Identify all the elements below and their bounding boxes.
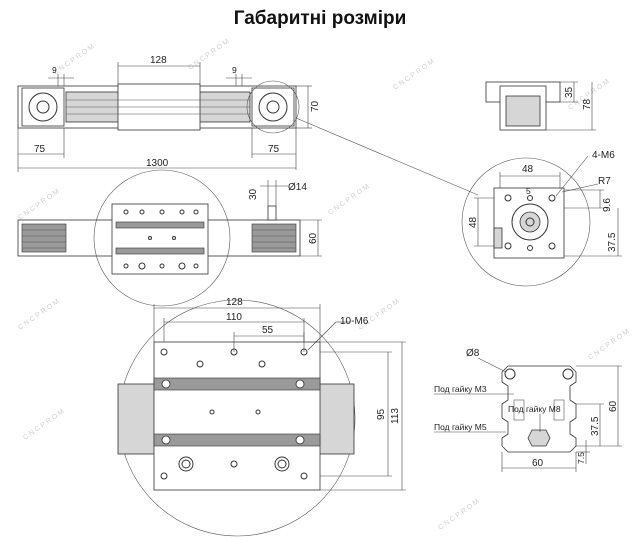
watermark-text: CNCPROM [187, 37, 232, 72]
dim-110: 110 [226, 312, 242, 323]
watermark-text: CNCPROM [17, 187, 62, 222]
dim-37-5-profile: 37.5 [590, 416, 601, 436]
dim-128-carriage: 128 [226, 297, 243, 308]
page-title: Габаритні розміри [233, 8, 407, 29]
dim-70: 70 [310, 100, 321, 112]
profile-section: Ø8 Под гайку М3 Под гайку М8 Под гайку М… [434, 348, 622, 472]
dim-55: 55 [262, 325, 274, 336]
end-detail: 48 4-M6 R7 5 48 9.6 37.5 [461, 150, 622, 287]
label-r7: R7 [598, 176, 611, 187]
dim-5: 5 [526, 186, 531, 196]
dim-75-right: 75 [268, 144, 280, 155]
dim-35: 35 [564, 86, 575, 98]
dim-78: 78 [582, 98, 593, 110]
watermark-text: CNCPROM [327, 182, 372, 217]
dim-113: 113 [390, 408, 401, 424]
label-10-m6: 10-M6 [340, 316, 369, 327]
dim-60-side: 60 [308, 232, 319, 244]
watermark-text: CNCPROM [52, 42, 97, 77]
dim-7-5: 7.5 [576, 452, 586, 464]
dim-9-left: 9 [52, 65, 57, 75]
label-4-m6: 4-M6 [592, 150, 615, 161]
dim-9-right: 9 [232, 65, 237, 75]
dim-95: 95 [376, 408, 387, 420]
label-nut-m8: Под гайку М8 [508, 404, 561, 414]
dim-9-6: 9.6 [602, 198, 613, 212]
dim-1300: 1300 [146, 158, 169, 169]
side-view: 30 Ø14 60 [17, 169, 322, 307]
carriage-detail: 128 110 55 10-M6 95 113 [117, 297, 406, 537]
dim-dia-14: Ø14 [288, 182, 307, 193]
dim-128-top: 128 [150, 55, 167, 66]
dim-48-horizontal: 48 [522, 164, 534, 175]
watermark-text: CNCPROM [22, 407, 67, 442]
label-nut-m3: Под гайку М3 [434, 384, 487, 394]
watermark-text: CNCPROM [392, 57, 437, 92]
end-view: 35 78 [485, 81, 596, 131]
dim-60-profile-vertical: 60 [608, 400, 619, 412]
dim-60-profile-horizontal: 60 [532, 458, 544, 469]
top-view: 128 9 9 70 75 75 [17, 55, 479, 196]
label-dia-8: Ø8 [466, 348, 480, 359]
dim-30: 30 [248, 188, 259, 200]
dim-48-vertical: 48 [468, 216, 479, 228]
watermark-text: CNCPROM [17, 297, 62, 332]
watermark-text: CNCPROM [437, 497, 482, 532]
dim-37-5-end: 37.5 [607, 232, 618, 252]
dim-75-left: 75 [34, 144, 46, 155]
label-nut-m5: Под гайку М5 [434, 422, 487, 432]
watermark-text: CNCPROM [587, 327, 632, 362]
